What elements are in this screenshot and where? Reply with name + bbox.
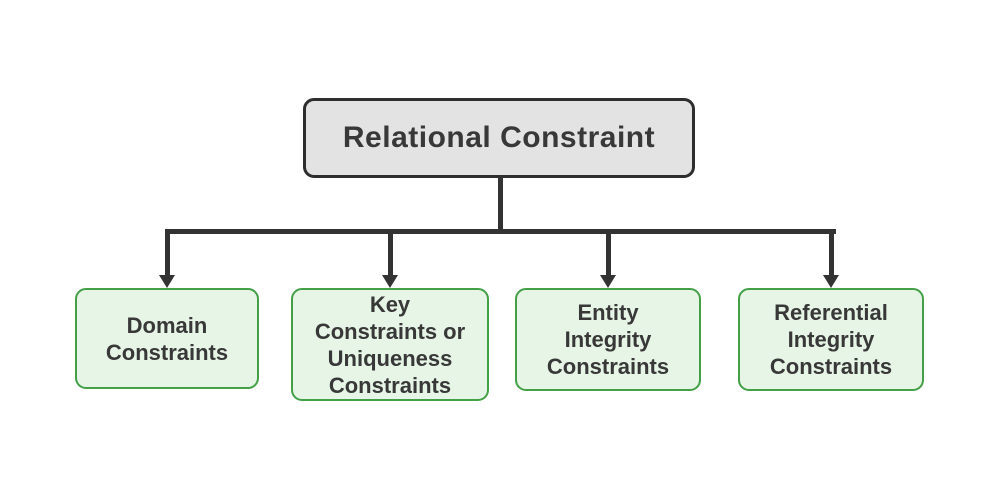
connector-drop-domain xyxy=(164,229,170,277)
arrow-down-icon xyxy=(159,275,175,288)
arrow-down-icon xyxy=(382,275,398,288)
connector-drop-referential xyxy=(828,229,834,277)
child-node-entity-integrity-constraints: Entity Integrity Constraints xyxy=(515,288,701,391)
arrow-down-icon xyxy=(600,275,616,288)
connector-drop-key xyxy=(387,229,393,277)
connector-drop-entity xyxy=(605,229,611,277)
root-node-relational-constraint: Relational Constraint xyxy=(303,98,695,178)
child-node-referential-integrity-constraints: Referential Integrity Constraints xyxy=(738,288,924,391)
child-node-key-constraints: Key Constraints or Uniqueness Constraint… xyxy=(291,288,489,401)
arrow-down-icon xyxy=(823,275,839,288)
child-node-domain-constraints: Domain Constraints xyxy=(75,288,259,389)
connector-stem xyxy=(497,177,503,233)
connector-horizontal-bar xyxy=(164,229,836,234)
